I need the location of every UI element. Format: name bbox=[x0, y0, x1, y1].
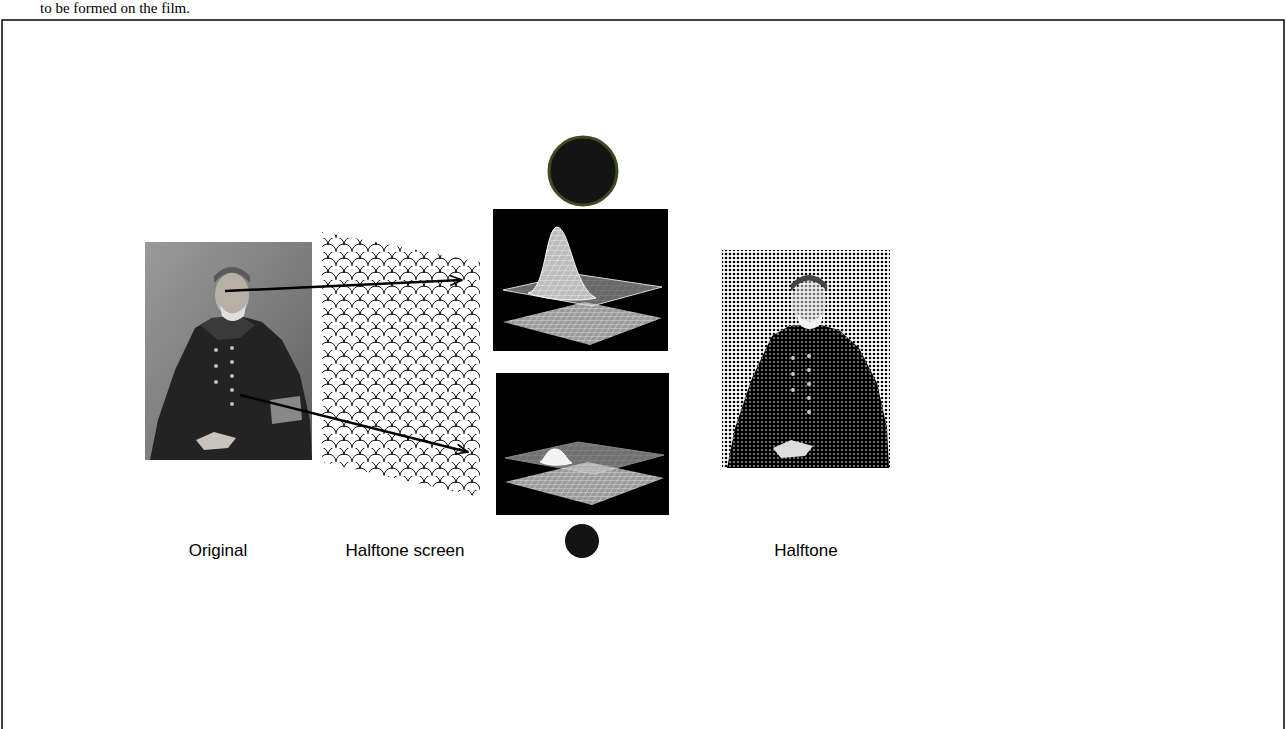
small-dot bbox=[565, 524, 599, 558]
large-dot bbox=[549, 137, 617, 205]
intensity-plot bbox=[493, 209, 668, 351]
halftone-screen bbox=[322, 232, 480, 497]
mapping-arrow bbox=[240, 395, 468, 452]
original-photo bbox=[145, 242, 312, 460]
mapping-arrow bbox=[225, 280, 462, 291]
page-frame bbox=[2, 20, 1284, 729]
note-text: to be formed on the film. bbox=[40, 0, 190, 17]
figure-label: Original bbox=[189, 541, 248, 561]
figure-label: Halftone screen bbox=[345, 541, 464, 561]
intensity-plot bbox=[496, 373, 669, 515]
halftone-photo bbox=[722, 250, 890, 468]
figure-label: Halftone bbox=[774, 541, 837, 561]
